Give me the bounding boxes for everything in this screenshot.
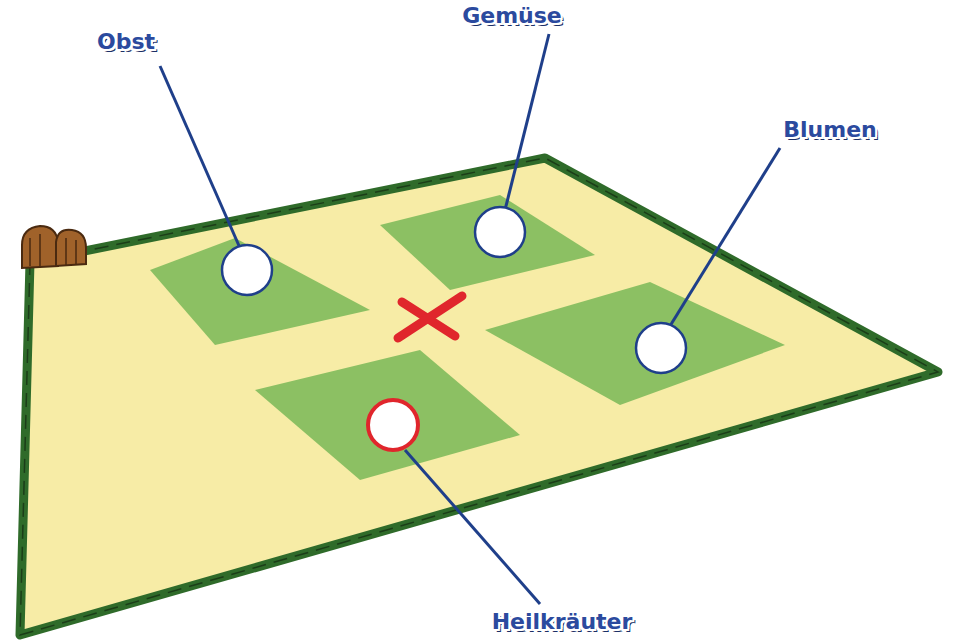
garden-gate — [22, 226, 86, 268]
marker-circle-selected — [368, 400, 418, 450]
marker-circle — [636, 323, 686, 373]
marker-circle — [222, 245, 272, 295]
bed-gemuese — [380, 195, 595, 290]
center-mark — [398, 296, 462, 338]
bed-label: Blumen — [783, 118, 876, 142]
fence-sketch — [20, 158, 938, 635]
bed-label: Heilkräuter — [492, 610, 633, 634]
marker-circle — [475, 207, 525, 257]
garden-ground — [20, 158, 938, 635]
bed-obst — [150, 238, 370, 345]
bed-label: Gemüse — [462, 4, 562, 28]
bed-heilkraeuter — [255, 350, 520, 480]
bed-blumen — [485, 282, 785, 405]
leader-lines — [160, 34, 780, 604]
bed-label: Obst — [97, 30, 155, 54]
